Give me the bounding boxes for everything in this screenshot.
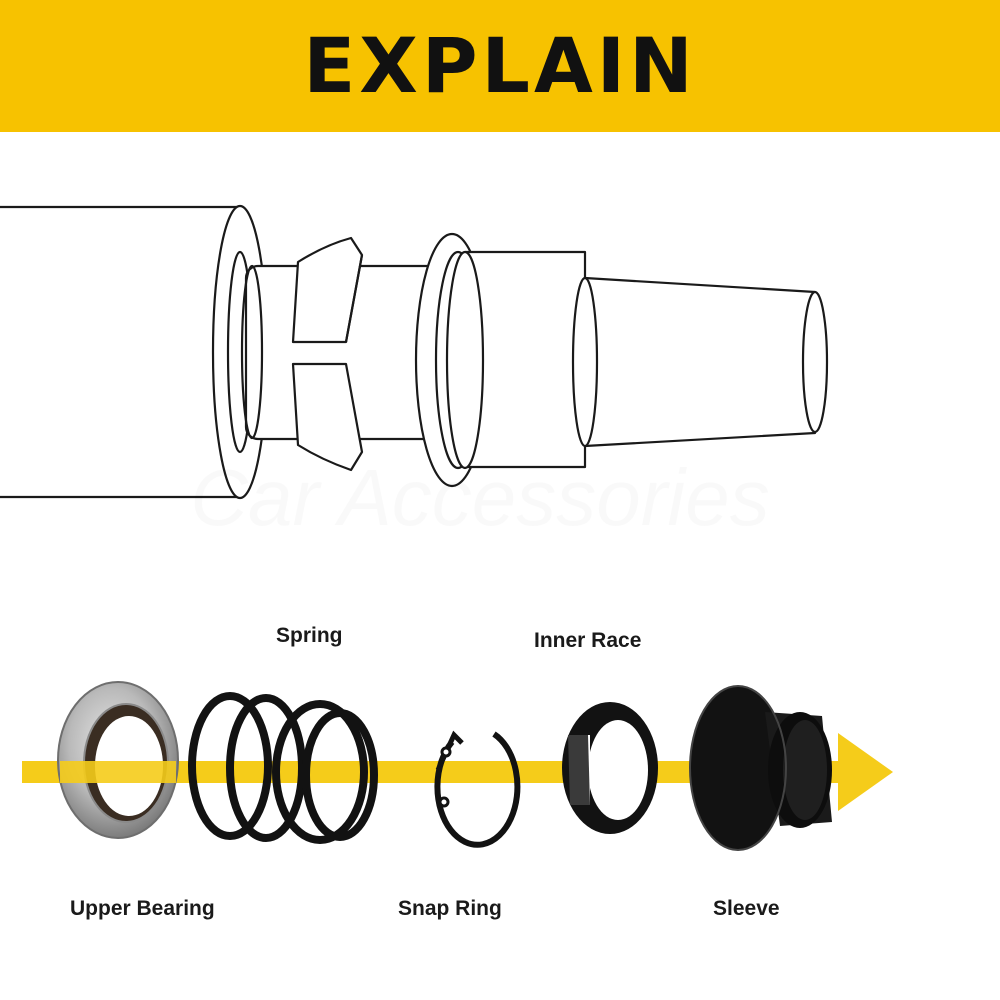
taper-end [583,276,817,448]
snap-ring-icon [434,730,521,848]
label-spring: Spring [276,624,343,647]
label-snap-ring: Snap Ring [398,897,502,920]
flanged-sleeve-icon [689,685,832,851]
label-sleeve: Sleeve [713,897,780,920]
spring-block-lower [291,362,364,472]
bearing-icon [57,681,179,839]
coil-spring-icon [188,692,378,844]
watermark: Car Accessories [190,453,769,542]
shaft-illustration [0,204,829,500]
page-title: EXPLAIN [303,21,697,110]
label-upper-bearing: Upper Bearing [70,897,215,920]
split-race-icon [562,702,658,834]
header-banner: EXPLAIN [0,0,1000,132]
taper-end-face [801,290,829,434]
label-inner-race: Inner Race [534,629,642,652]
